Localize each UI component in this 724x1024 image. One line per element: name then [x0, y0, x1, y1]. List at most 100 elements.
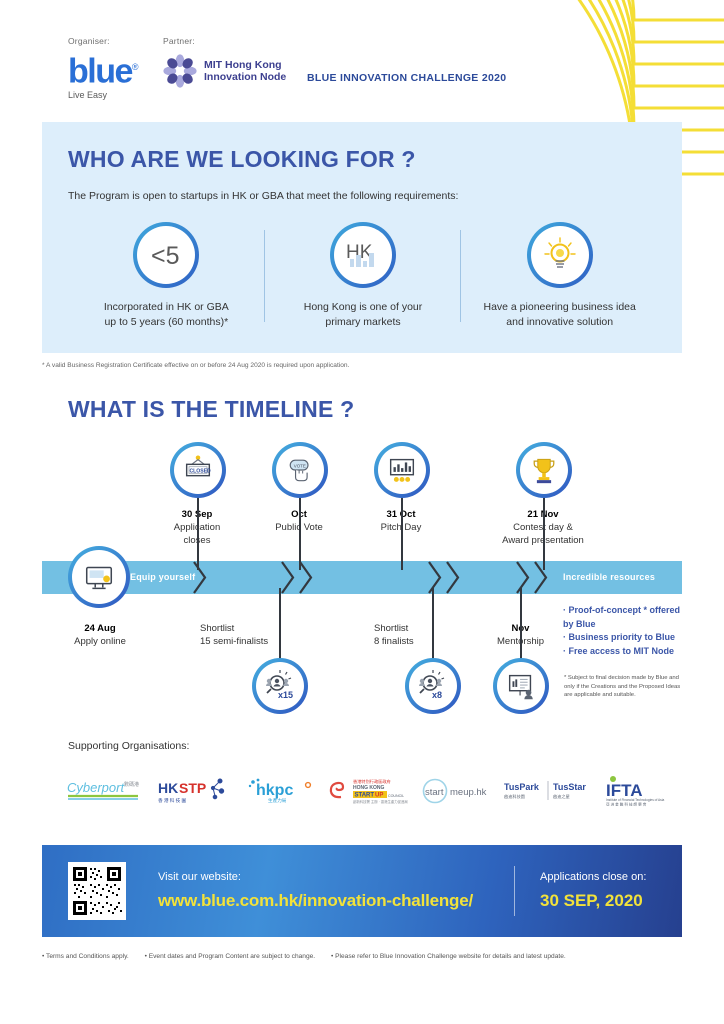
- supporting-organisations-title: Supporting Organisations:: [68, 740, 190, 752]
- chevron-separator-icon: [281, 561, 295, 594]
- requirement-line1: Have a pioneering business idea: [483, 301, 636, 313]
- svg-text:HK: HK: [158, 780, 178, 796]
- cta-close-label: Applications close on:: [540, 871, 647, 883]
- milestone-node-mentorship: [493, 658, 549, 714]
- svg-text:TusStar: TusStar: [553, 782, 586, 792]
- disclaimer-item: • Please refer to Blue Innovation Challe…: [330, 953, 566, 960]
- resources-footnote: * Subject to final decision made by Blue…: [564, 675, 681, 699]
- milestone-desc-line1: Contest day &: [513, 522, 573, 533]
- milestone-node-public-vote: VOTE: [272, 442, 328, 498]
- hkpc-logo: hkpc 生產力局: [237, 777, 326, 805]
- milestone-desc-line2: 8 finalists: [374, 636, 414, 647]
- svg-text:Cyberport: Cyberport: [67, 780, 125, 795]
- svg-text:x15: x15: [278, 690, 293, 700]
- resource-item: · Proof-of-concept * offered: [563, 605, 680, 615]
- resource-item: · Free access to MIT Node: [563, 645, 675, 656]
- shortlist-search-icon: x15: [252, 658, 308, 714]
- disclaimer: • Terms and Conditions apply. • Event da…: [42, 953, 580, 960]
- chevron-separator-icon: [534, 561, 548, 594]
- milestone-desc-line1: Shortlist: [374, 623, 409, 634]
- svg-text:啟迪之星: 啟迪之星: [553, 793, 570, 800]
- requirement-line1: Incorporated in HK or GBA: [103, 301, 229, 313]
- resource-item: · Business priority to Blue: [563, 632, 676, 642]
- chevron-separator-icon: [516, 561, 530, 594]
- svg-text:meup.hk: meup.hk: [450, 787, 487, 798]
- milestone-date: 30 Sep: [181, 509, 213, 520]
- cta-divider: [514, 866, 515, 916]
- svg-text:Institute of Financial Technol: Institute of Financial Technologies of A…: [606, 798, 664, 802]
- svg-text:<5: <5: [151, 242, 180, 270]
- cta-visit-label: Visit our website:: [158, 871, 241, 883]
- computer-apply-icon: [68, 546, 130, 608]
- svg-text:生產力局: 生產力局: [268, 797, 287, 804]
- svg-text:數碼港: 數碼港: [124, 781, 139, 788]
- svg-text:亞 洲 金 融 科 技 師 學 會: 亞 洲 金 融 科 技 師 學 會: [606, 802, 647, 807]
- svg-text:HK: HK: [346, 242, 373, 263]
- svg-text:start: start: [425, 787, 444, 798]
- partner-name-line2: Innovation Node: [204, 71, 287, 83]
- milestone-stem: [279, 588, 281, 660]
- milestone-label-shortlist-15: Shortlist 15 semi-finalists: [200, 622, 360, 648]
- requirement-item-3: Have a pioneering business idea and inno…: [461, 222, 658, 330]
- who-section-subtitle: The Program is open to startups in HK or…: [68, 190, 459, 202]
- cta-close-date: 30 SEP, 2020: [540, 891, 643, 910]
- who-section-title: WHO ARE WE LOOKING FOR ?: [68, 146, 416, 172]
- milestone-stem: [520, 588, 522, 660]
- blue-logo-text: blue: [68, 52, 133, 91]
- requirement-item-2: HK Hong Kong is one of your primary mark…: [265, 222, 462, 330]
- milestone-desc-line1: Apply online: [74, 636, 126, 647]
- qr-code[interactable]: [68, 862, 126, 920]
- svg-text:HONG KONG: HONG KONG: [353, 785, 385, 791]
- svg-text:START: START: [355, 793, 375, 799]
- vote-hand-icon: VOTE: [272, 442, 328, 498]
- requirement-line1: Hong Kong is one of your: [303, 301, 423, 313]
- partner-name: MIT Hong Kong Innovation Node: [204, 59, 286, 83]
- band-label-left: Equip yourself: [130, 572, 196, 582]
- milestone-date: 31 Oct: [386, 509, 416, 520]
- blue-tagline: Live Easy: [68, 90, 108, 101]
- supporting-logos-row: Cyberport 數碼港 HK STP 香 港 科 技 園 hkpc: [60, 770, 680, 812]
- milestone-node-contest-day: [516, 442, 572, 498]
- milestone-node-application-closes: CLOSED: [170, 442, 226, 498]
- shortlist-search-icon: x8: [405, 658, 461, 714]
- svg-text:啟迪科技園: 啟迪科技園: [504, 793, 525, 800]
- svg-text:x8: x8: [432, 690, 442, 700]
- partner-block: Partner:: [163, 36, 286, 88]
- hong-kong-skyline-icon: HK: [330, 222, 396, 288]
- requirement-text-2: Hong Kong is one of your primary markets: [265, 300, 462, 330]
- header: Organiser: blue® Live Easy Partner:: [0, 0, 724, 122]
- closed-sign-icon: CLOSED: [170, 442, 226, 498]
- challenge-title: BLUE INNOVATION CHALLENGE 2020: [307, 72, 507, 84]
- hkstp-logo: HK STP 香 港 科 技 園: [149, 776, 238, 806]
- svg-text:IFTA: IFTA: [606, 781, 643, 800]
- requirement-text-1: Incorporated in HK or GBA up to 5 years …: [68, 300, 265, 330]
- milestone-label-apply-online: 24 Aug Apply online: [45, 622, 155, 648]
- lightbulb-idea-icon: [527, 222, 593, 288]
- svg-text:香 港 科 技 園: 香 港 科 技 園: [158, 797, 186, 804]
- mentorship-board-icon: [493, 658, 549, 714]
- organiser-label: Organiser:: [68, 36, 110, 46]
- requirement-divider: [460, 230, 462, 322]
- chevron-separator-icon: [299, 561, 313, 594]
- svg-text:hkpc: hkpc: [256, 782, 293, 799]
- band-label-right: Incredible resources: [563, 572, 656, 582]
- partner-name-line1: MIT Hong Kong: [204, 59, 282, 71]
- milestone-stem: [197, 490, 199, 570]
- milestone-label-shortlist-8: Shortlist 8 finalists: [374, 622, 494, 648]
- svg-text:STP: STP: [179, 780, 206, 796]
- milestone-stem: [543, 490, 545, 570]
- svg-text:VOTE: VOTE: [294, 463, 306, 468]
- mit-node-petal-icon: [163, 54, 197, 88]
- tuspark-tusstar-logo: TusPark 啟迪科技園 TusStar 啟迪之星: [503, 778, 592, 804]
- requirement-divider: [263, 230, 265, 322]
- requirements-row: <5 Incorporated in HK or GBA up to 5 yea…: [68, 222, 658, 330]
- cta-website-link[interactable]: www.blue.com.hk/innovation-challenge/: [158, 891, 474, 910]
- timeline-band: [42, 561, 682, 594]
- requirement-line2: primary markets: [325, 316, 401, 328]
- chevron-separator-icon: [193, 561, 207, 594]
- svg-text:香港特別行政區政府: 香港特別行政區政府: [353, 778, 391, 785]
- milestone-desc-line1: Public Vote: [275, 522, 323, 533]
- requirement-line2: up to 5 years (60 months)*: [104, 316, 229, 328]
- startmeup-hk-logo: start meup.hk: [414, 778, 503, 804]
